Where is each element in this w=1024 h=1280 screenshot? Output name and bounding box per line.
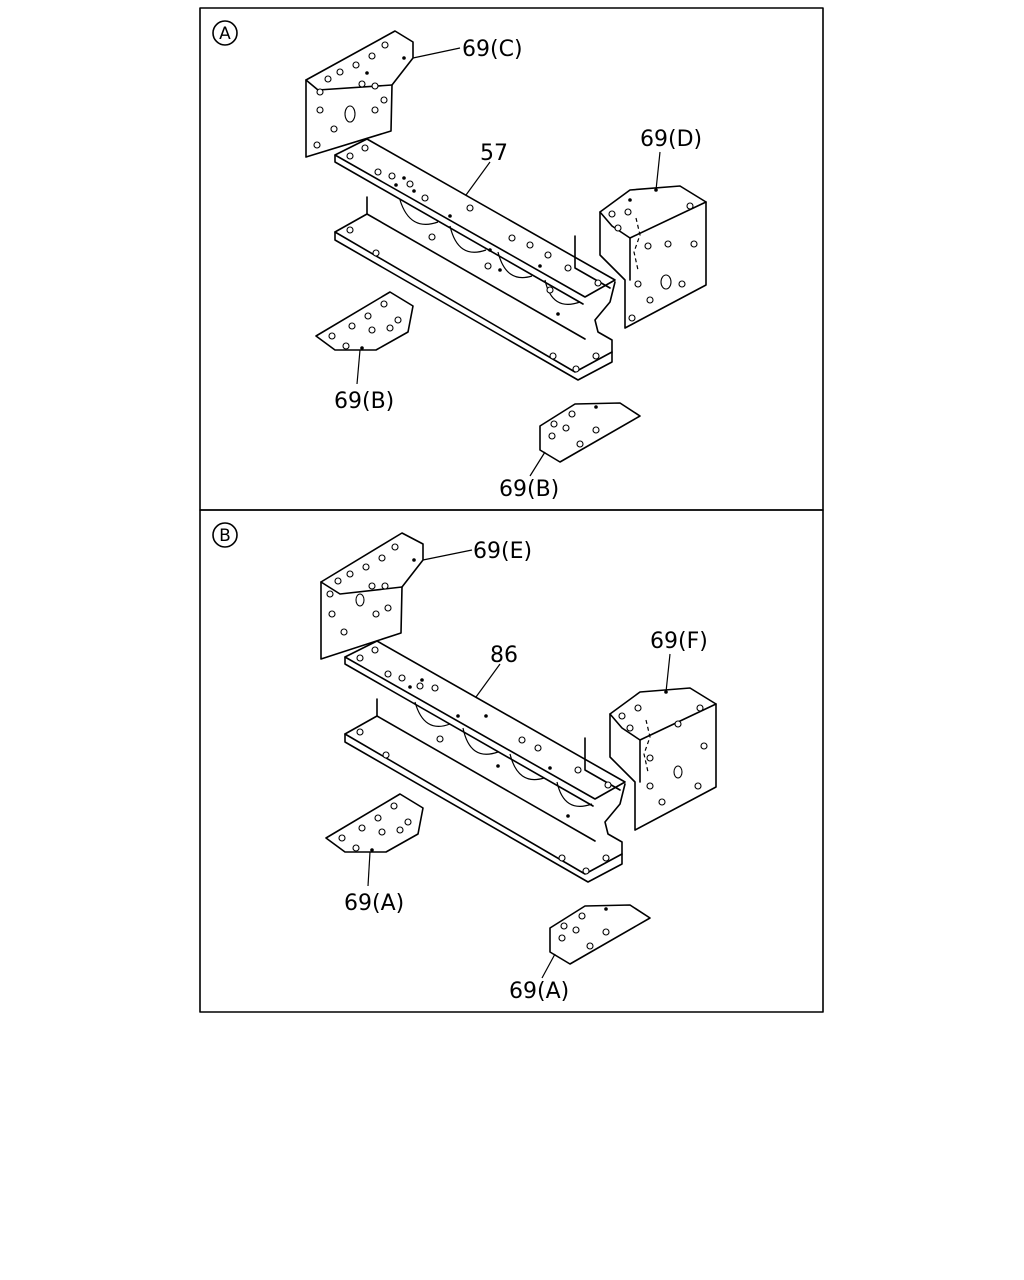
plate-left-part xyxy=(315,291,414,351)
top-bracket-part xyxy=(320,532,424,660)
label-top-bracket: 69(E) xyxy=(473,539,532,564)
panel-b-frame xyxy=(199,509,824,1013)
label-beam: 86 xyxy=(490,643,518,668)
label-plate-right: 69(A) xyxy=(509,979,569,1004)
panel-a-badge: A xyxy=(212,20,238,46)
label-plate-left: 69(B) xyxy=(334,389,394,414)
beam-part xyxy=(344,640,626,883)
top-bracket-part xyxy=(305,30,414,158)
plate-right-part xyxy=(539,402,641,463)
panel-b-badge: B xyxy=(212,522,238,548)
end-block-part xyxy=(609,687,717,831)
label-plate-left: 69(A) xyxy=(344,891,404,916)
beam-part xyxy=(334,138,616,381)
label-beam: 57 xyxy=(480,141,508,166)
label-end-block: 69(D) xyxy=(640,127,702,152)
panel-a: A xyxy=(212,20,707,502)
plate-right-part xyxy=(549,904,651,965)
end-block-part xyxy=(599,185,707,329)
panel-b: B xyxy=(212,522,717,1004)
svg-text:B: B xyxy=(219,526,231,546)
panel-a-frame xyxy=(199,7,824,511)
label-top-bracket: 69(C) xyxy=(462,37,523,62)
plate-left-part xyxy=(325,793,424,853)
label-plate-right: 69(B) xyxy=(499,477,559,502)
label-end-block: 69(F) xyxy=(650,629,708,654)
svg-text:A: A xyxy=(219,24,231,44)
